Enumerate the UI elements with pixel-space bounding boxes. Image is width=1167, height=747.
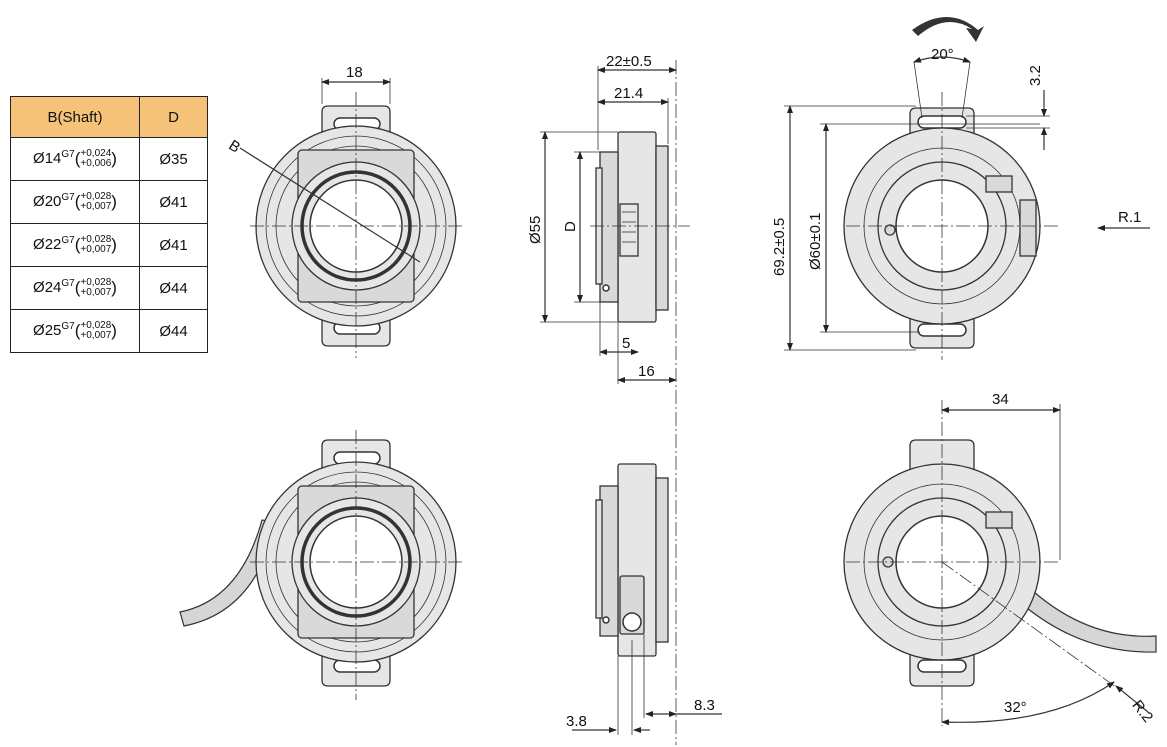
screw [602,616,610,624]
tolerance: +0,024+0,006 [80,149,111,169]
tolerance-upper: +0,028 [80,320,112,332]
dim-18: 18 [346,64,363,81]
flange [599,485,619,637]
shaft-cell: Ø22G7(+0,028+0,007) [10,223,140,267]
fit-class: G7 [61,277,75,289]
shaft-diameter: Ø24 [33,278,62,296]
clamp-ring [655,477,669,643]
view-r2: R.2 [1128,697,1156,726]
dim-22: 22±0.5 [606,53,652,70]
header-d: D [139,96,208,138]
shaft-diameter: Ø20 [33,192,62,210]
table-row: Ø20G7(+0,028+0,007) Ø41 [10,180,208,224]
flange [599,151,619,303]
shaft-cell: Ø20G7(+0,028+0,007) [10,180,140,224]
tolerance-lower: +0,007 [80,201,112,213]
front-view-top: B 18 [226,64,462,358]
table-row: Ø22G7(+0,028+0,007) Ø41 [10,223,208,267]
table-row: Ø25G7(+0,028+0,007) Ø44 [10,309,208,353]
connector [619,203,639,257]
side-view-top: 22±0.5 21.4 Ø55 D 5 16 [527,53,690,745]
rotation-arrow-icon [912,17,984,42]
clamp-ring [655,145,669,311]
shaft-cell: Ø24G7(+0,028+0,007) [10,266,140,310]
shaft-diameter: Ø22 [33,235,62,253]
tolerance-upper: +0,024 [80,148,112,160]
fit-class: G7 [61,320,75,332]
d-cell: Ø41 [139,180,208,224]
tolerance-lower: +0,007 [80,287,112,299]
shaft-cell: Ø14G7(+0,024+0,006) [10,137,140,181]
tolerance-upper: +0,028 [80,191,112,203]
tolerance-upper: +0,028 [80,234,112,246]
shaft-cell: Ø25G7(+0,028+0,007) [10,309,140,353]
tolerance: +0,028+0,007 [80,235,111,255]
dim-34: 34 [992,391,1009,408]
tolerance-lower: +0,007 [80,244,112,256]
header-b-shaft: B(Shaft) [10,96,140,138]
screw [602,284,610,292]
table-header-row: B(Shaft) D [10,96,208,138]
rear-view-top: 20° 3.2 69.2±0.5 Ø60±0.1 R.1 [771,17,1150,360]
dim-d: D [562,221,579,232]
dim-3-8: 3.8 [566,713,587,730]
fit-class: G7 [61,234,75,246]
dim-60: Ø60±0.1 [807,213,824,270]
tolerance-upper: +0,028 [80,277,112,289]
tolerance: +0,028+0,007 [80,321,111,341]
front-view-bottom [179,430,462,700]
table-row: Ø24G7(+0,028+0,007) Ø44 [10,266,208,310]
dim-3-2: 3.2 [1027,65,1044,86]
shaft-spec-table: B(Shaft) D Ø14G7(+0,024+0,006) Ø35 Ø20G7… [10,96,208,353]
dim-21-4: 21.4 [614,85,643,102]
d-cell: Ø41 [139,223,208,267]
clamp-screw-block [985,175,1013,193]
dim-16: 16 [638,363,655,380]
view-r1: R.1 [1118,209,1141,226]
shaft-label-b: B [226,137,244,157]
d-cell: Ø35 [139,137,208,181]
rear-view-bottom: 34 32° R.2 [843,391,1157,726]
tolerance-lower: +0,007 [80,330,112,342]
tolerance-lower: +0,006 [80,158,112,170]
tolerance: +0,028+0,007 [80,192,111,212]
fit-class: G7 [61,148,75,160]
dim-55: Ø55 [527,216,544,244]
dim-69-2: 69.2±0.5 [771,218,788,276]
clamp-screw-block [985,511,1013,529]
dim-5: 5 [622,335,630,352]
pin [884,224,896,236]
cable [1021,591,1157,653]
flange-lip [595,499,603,619]
shaft-diameter: Ø25 [33,321,62,339]
shaft-diameter: Ø14 [33,149,62,167]
d-cell: Ø44 [139,266,208,310]
tolerance: +0,028+0,007 [80,278,111,298]
dim-20-deg: 20° [931,46,954,63]
b-leader [239,147,421,263]
side-view-bottom: 3.8 8.3 [566,463,722,735]
cable-exit [622,612,642,632]
dim-8-3: 8.3 [694,697,715,714]
table-row: Ø14G7(+0,024+0,006) Ø35 [10,137,208,181]
fit-class: G7 [61,191,75,203]
cable-socket [1019,199,1037,257]
d-cell: Ø44 [139,309,208,353]
dim-32-deg: 32° [1004,699,1027,716]
